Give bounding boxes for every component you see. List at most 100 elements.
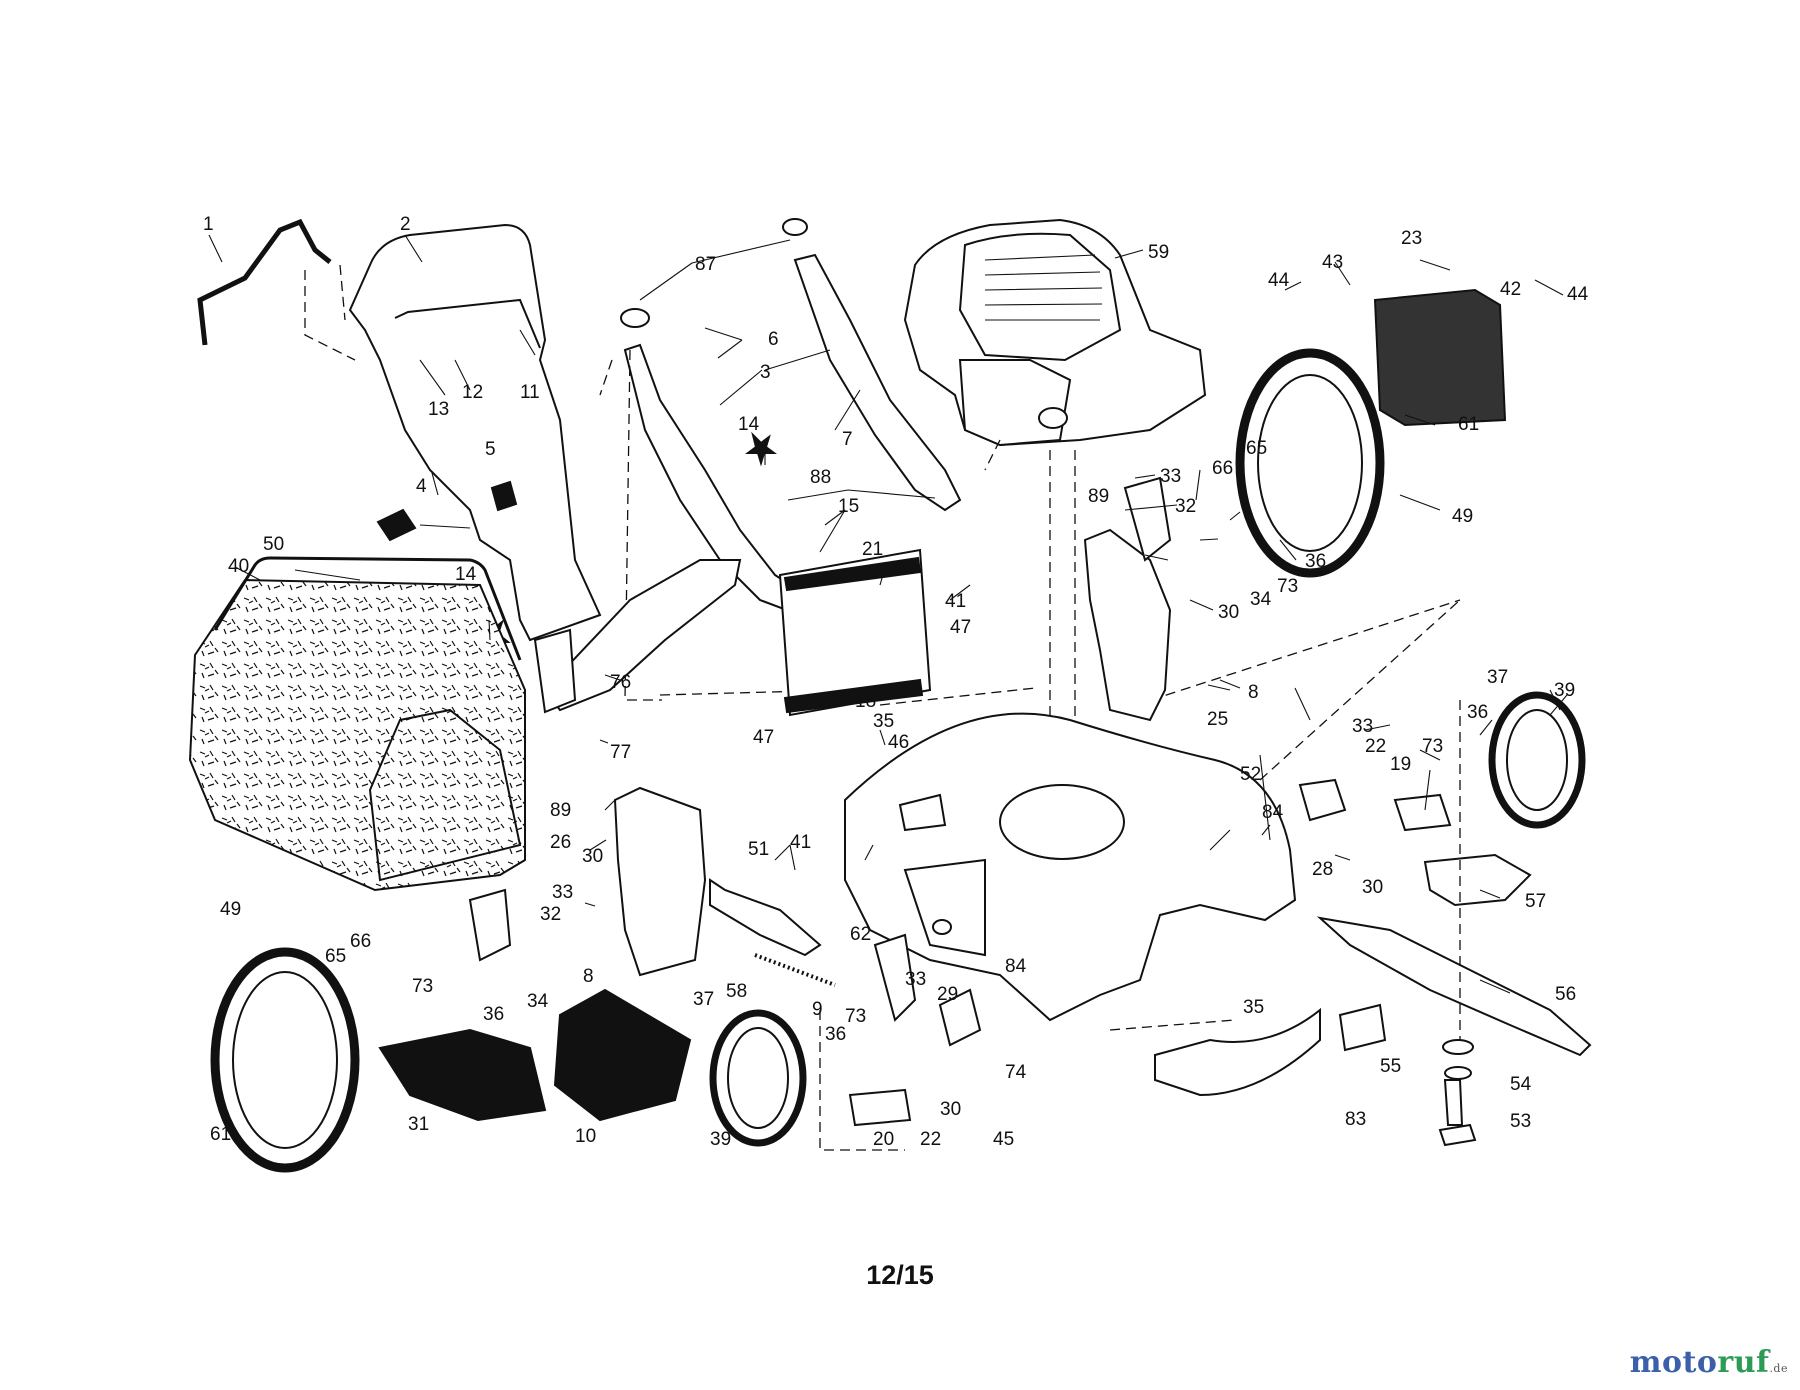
callout-44: 44 [1268, 270, 1290, 291]
callout-30: 30 [940, 1099, 961, 1120]
watermark-logo: motoruf.de [1630, 1345, 1788, 1380]
callout-49: 49 [1452, 506, 1473, 527]
callout-52: 52 [1240, 764, 1261, 785]
callout-56: 56 [1555, 984, 1576, 1005]
callout-61: 61 [210, 1124, 231, 1145]
callout-47: 47 [950, 617, 971, 638]
blade-group [1154, 700, 1592, 1147]
callout-6: 6 [768, 329, 779, 350]
callout-32: 32 [1175, 496, 1196, 517]
hinge-rod-drawing [778, 548, 932, 717]
callout-labels: 1 2 87 59 23 43 44 42 44 6 3 11 13 12 7 … [203, 214, 1589, 1150]
callout-50: 50 [263, 534, 284, 555]
callout-51: 51 [748, 839, 769, 860]
callout-23: 23 [1401, 228, 1422, 249]
callout-12: 12 [462, 382, 483, 403]
watermark-suffix: .de [1769, 1362, 1788, 1375]
callout-46: 46 [888, 732, 909, 753]
callout-84: 84 [1005, 956, 1027, 977]
callout-74: 74 [1005, 1062, 1027, 1083]
callout-10: 10 [575, 1126, 596, 1147]
callout-73: 73 [1422, 736, 1443, 757]
callout-21: 21 [862, 539, 883, 560]
leader-lines [208, 234, 1568, 994]
callout-14: 14 [455, 564, 477, 585]
callout-7: 7 [842, 429, 853, 450]
wheel-cover-10-drawing [553, 988, 692, 1122]
callout-53: 53 [1510, 1111, 1531, 1132]
callout-36: 36 [483, 1004, 504, 1025]
callout-28: 28 [1312, 859, 1333, 880]
callout-58: 58 [726, 981, 747, 1002]
callout-31: 31 [408, 1114, 429, 1135]
rear-flap-drawing [1373, 288, 1507, 427]
callout-36: 36 [825, 1024, 846, 1045]
deck-center-opening [999, 784, 1125, 860]
callout-54: 54 [1510, 1074, 1532, 1095]
callout-73: 73 [412, 976, 433, 997]
bag-frame-drawing [213, 556, 522, 661]
callout-77: 77 [610, 742, 631, 763]
callout-8: 8 [583, 966, 594, 987]
callout-45: 45 [993, 1129, 1014, 1150]
callout-76: 76 [610, 672, 631, 693]
callout-30: 30 [1218, 602, 1239, 623]
callout-20: 20 [873, 1129, 894, 1150]
callout-34: 34 [527, 991, 549, 1012]
callout-30: 30 [1362, 877, 1383, 898]
engine-group [903, 218, 1207, 820]
deck-group [659, 599, 1461, 1022]
callout-89: 89 [1088, 486, 1109, 507]
callout-42: 42 [1500, 279, 1521, 300]
callout-73: 73 [845, 1006, 866, 1027]
callout-32: 32 [540, 904, 561, 925]
callout-65: 65 [325, 946, 346, 967]
callout-65: 65 [1246, 438, 1267, 459]
callout-59: 59 [1148, 242, 1169, 263]
grass-bag-group [188, 556, 526, 892]
callout-29: 29 [937, 984, 958, 1005]
callout-57: 57 [1525, 891, 1546, 912]
callout-66: 66 [1212, 458, 1233, 479]
upper-handle-drawing [348, 223, 602, 642]
control-bar-drawing [197, 218, 332, 346]
callout-37: 37 [693, 989, 714, 1010]
callout-11: 11 [520, 382, 540, 403]
callout-49: 49 [220, 899, 241, 920]
height-adjusters-group [468, 476, 1452, 1151]
hand-knob-drawing [376, 508, 417, 542]
callout-40: 40 [228, 556, 249, 577]
page-number: 12/15 [866, 1260, 934, 1290]
callout-47: 47 [753, 727, 774, 748]
wheels-group [210, 348, 1586, 1173]
callout-26: 26 [550, 832, 571, 853]
callout-36: 36 [1305, 551, 1326, 572]
callout-2: 2 [400, 214, 411, 235]
watermark-part-a: moto [1629, 1345, 1718, 1380]
callout-62: 62 [850, 924, 871, 945]
callout-8: 8 [1248, 682, 1259, 703]
callout-41: 41 [945, 591, 966, 612]
callout-61: 61 [1458, 414, 1479, 435]
rear-rod-group [533, 548, 932, 987]
callout-33: 33 [905, 969, 926, 990]
callout-19: 19 [1390, 754, 1411, 775]
mower-blade-drawing [1316, 916, 1592, 1057]
callout-15: 15 [838, 496, 859, 517]
wheel-cover-31-drawing [378, 1028, 547, 1122]
callout-4: 4 [416, 476, 427, 497]
callout-14: 14 [738, 414, 760, 435]
blade-adapter-drawing [1423, 853, 1532, 907]
callout-30: 30 [582, 846, 603, 867]
baffle-drawing [1154, 1007, 1321, 1097]
callout-5: 5 [485, 439, 496, 460]
callout-87: 87 [695, 254, 716, 275]
callout-34: 34 [1250, 589, 1272, 610]
callout-35: 35 [1243, 997, 1264, 1018]
callout-43: 43 [1322, 252, 1343, 273]
callout-13: 13 [428, 399, 449, 420]
watermark-part-b: ruf [1717, 1345, 1770, 1380]
covers-group [378, 288, 1507, 1122]
callout-84: 84 [1262, 802, 1284, 823]
